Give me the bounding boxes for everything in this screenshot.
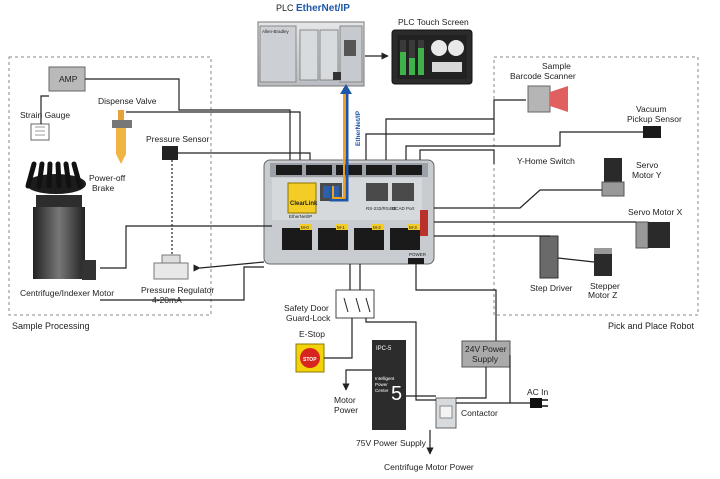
rack-brand: Allen-Bradley (262, 29, 290, 34)
step-driver-label: Step Driver (530, 283, 573, 293)
controller-eip-tag: EtherNet/IP (289, 214, 312, 219)
safety-label-2: Guard-Lock (286, 313, 331, 323)
ipc-label: 75V Power Supply (356, 438, 427, 448)
stepper-z-icon (594, 248, 612, 276)
servo-y-icon (601, 158, 625, 197)
ipc5-power-supply: IPC-5 Intelligent Power Center 5 (372, 340, 406, 430)
safety-label-1: Safety Door (284, 303, 329, 313)
m2-label: M-2 (373, 225, 381, 230)
strain-gauge-label: Strain Gauge (20, 110, 70, 120)
servo-x-icon (635, 221, 670, 249)
vertical-eip-tag: EtherNet/IP (355, 110, 362, 146)
power-label: POWER (409, 252, 427, 257)
barcode-scanner-icon (527, 85, 568, 113)
vacuum-label-2: Pickup Sensor (627, 114, 682, 124)
pick-and-place-label: Pick and Place Robot (608, 321, 695, 331)
ipc-brand: IPC-5 (376, 346, 392, 352)
ps24-label-2: Supply (472, 354, 499, 364)
home-switch-label: Y-Home Switch (517, 156, 575, 166)
motor-power-label-2: Power (334, 405, 358, 415)
brake-label-2: Brake (92, 183, 114, 193)
centrifuge-motor-icon (33, 195, 96, 280)
ps24-label-1: 24V Power (465, 344, 507, 354)
ipc-number: 5 (391, 383, 402, 405)
scanner-label-2: Barcode Scanner (510, 71, 576, 81)
contactor-label: Contactor (461, 408, 498, 418)
dispense-valve-label: Dispense Valve (98, 96, 157, 106)
m1-label: M-1 (337, 225, 345, 230)
vacuum-label-1: Vacuum (636, 104, 667, 114)
stepper-label-2: Motor Z (588, 290, 617, 300)
clearlink-brand: ClearLink (290, 201, 318, 207)
motor-power-label-1: Motor (334, 395, 356, 405)
ps24-box (461, 340, 511, 368)
ipc-text-3: Center (375, 388, 389, 393)
ac-in-label: AC In (527, 387, 549, 397)
ipc-text-1: Intelligent (375, 376, 395, 381)
pressure-sensor-icon (162, 146, 178, 160)
dispense-valve-icon (112, 110, 132, 164)
strain-gauge-icon (30, 123, 50, 141)
contactor-icon (435, 397, 457, 429)
pick-and-place-region (493, 56, 699, 316)
centrifuge-power-label: Centrifuge Motor Power (384, 462, 474, 472)
brake-label-1: Power-off (89, 173, 126, 183)
vacuum-sensor-icon (643, 126, 661, 138)
ac-plug-icon (530, 398, 548, 408)
scanner-label-1: Sample (542, 61, 571, 71)
m0-label: M-0 (301, 225, 309, 230)
clearlink-controller: ClearLink EtherNet/IP RS-232/RS485 DCAD … (263, 159, 435, 265)
amp-label: AMP (59, 74, 78, 84)
m3-label: M-3 (409, 225, 417, 230)
ipc-text-2: Power (375, 382, 388, 387)
safety-door-switch (335, 289, 375, 319)
centrifuge-motor-label: Centrifuge/Indexer Motor (20, 288, 114, 298)
plc-label: PLC (276, 3, 294, 13)
ethernet-ip-logo: EtherNet/IP (296, 3, 350, 14)
estop-text: STOP (303, 357, 317, 363)
plc-touch-screen (391, 29, 473, 85)
servo-y-label-2: Motor Y (632, 170, 662, 180)
estop-label: E-Stop (299, 329, 325, 339)
touch-screen-label: PLC Touch Screen (398, 17, 469, 27)
servo-y-label-1: Servo (636, 160, 658, 170)
stepper-label-1: Stepper (590, 281, 620, 291)
pressure-regulator-icon (153, 254, 189, 280)
amp-box (48, 66, 86, 92)
estop-button: STOP (295, 343, 325, 373)
sample-processing-label: Sample Processing (12, 321, 90, 331)
sample-processing-region (8, 56, 212, 316)
regulator-label-1: Pressure Regulator (141, 285, 214, 295)
centrifuge-rotor-icon (25, 161, 86, 194)
port-label-1: RS-232/RS485 (366, 206, 397, 211)
plc-rack: Allen-Bradley (257, 21, 365, 87)
servo-x-label: Servo Motor X (628, 207, 683, 217)
step-driver-icon (539, 235, 559, 279)
pressure-sensor-label: Pressure Sensor (146, 134, 209, 144)
port-label-2: DCAD Port (392, 206, 415, 211)
